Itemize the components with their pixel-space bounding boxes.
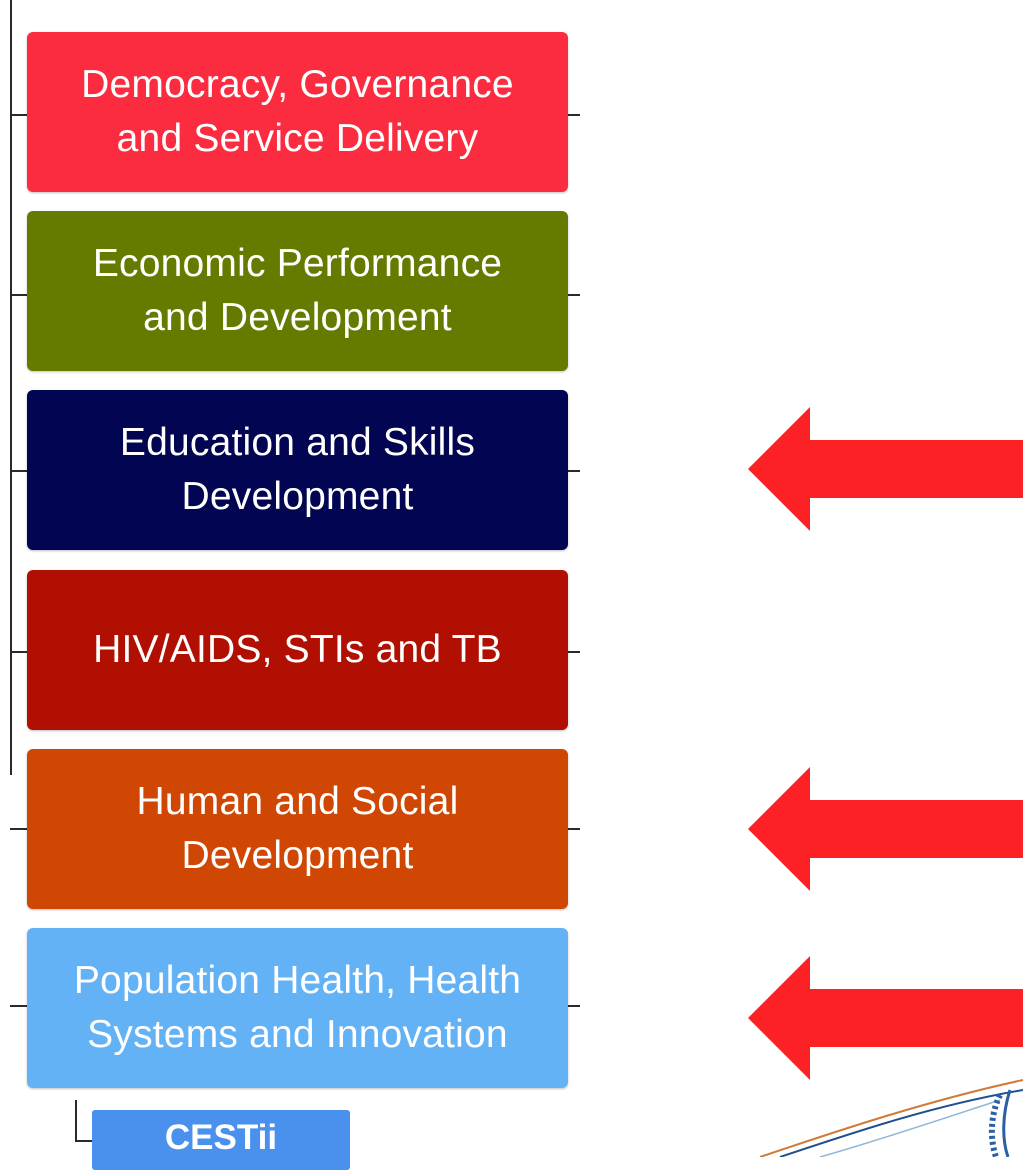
connector-tick: [10, 1005, 27, 1007]
box-label: Human and Social Development: [136, 780, 459, 877]
connector-tick: [568, 1005, 580, 1007]
sub-box-cestii: CESTii: [92, 1110, 350, 1170]
box-human-social: Human and Social Development: [27, 749, 568, 909]
sub-connector-line: [75, 1100, 77, 1142]
box-economic-performance: Economic Performance and Development: [27, 211, 568, 371]
box-label: Education and Skills Development: [119, 421, 476, 518]
connector-tick: [568, 470, 580, 472]
left-arrow-icon: [748, 767, 1023, 891]
connector-tick: [10, 294, 27, 296]
box-label: HIV/AIDS, STIs and TB: [93, 628, 502, 671]
left-arrow-icon: [748, 589, 1023, 713]
tree-spine-line: [10, 0, 12, 775]
logo-emblem-icon: [760, 1079, 1023, 1157]
box-label: Democracy, Governance and Service Delive…: [81, 63, 514, 160]
box-label: Population Health, Health Systems and In…: [73, 959, 522, 1056]
connector-tick: [10, 651, 27, 653]
connector-tick: [568, 651, 580, 653]
left-arrow-icon: [748, 956, 1023, 1080]
sub-connector-line: [75, 1140, 95, 1142]
box-population-health: Population Health, Health Systems and In…: [27, 928, 568, 1088]
sub-box-label: CESTii: [164, 1118, 278, 1157]
box-label: Economic Performance and Development: [92, 242, 503, 339]
connector-tick: [10, 114, 27, 116]
box-education-skills: Education and Skills Development: [27, 390, 568, 550]
connector-tick: [10, 828, 27, 830]
left-arrow-icon: [748, 407, 1023, 531]
connector-tick: [568, 828, 580, 830]
connector-tick: [568, 114, 580, 116]
box-democracy-governance: Democracy, Governance and Service Delive…: [27, 32, 568, 192]
connector-tick: [568, 294, 580, 296]
box-hiv-aids: HIV/AIDS, STIs and TB: [27, 570, 568, 730]
connector-tick: [10, 470, 27, 472]
